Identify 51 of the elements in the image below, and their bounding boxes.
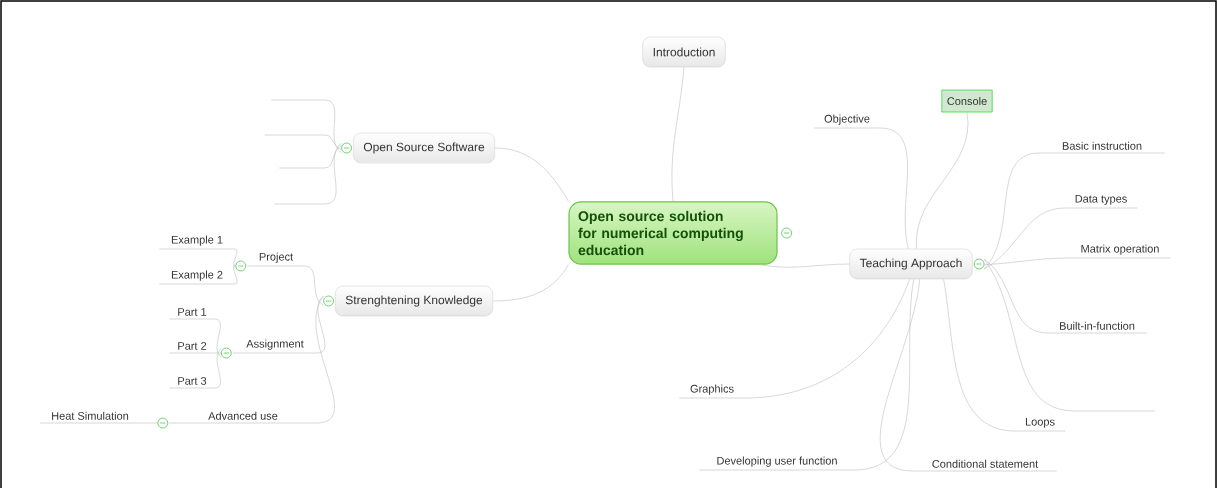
connector: [671, 66, 685, 202]
connector: [492, 264, 569, 302]
subtopic-label: Developing user function: [699, 456, 855, 471]
subtopic-label: Part 3: [169, 377, 215, 389]
connector: [304, 265, 324, 306]
connector: [854, 278, 914, 471]
connector: [315, 295, 335, 424]
connector: [983, 258, 1076, 412]
topic-box: Teaching Approach: [849, 248, 973, 280]
subtopic-label: Graphics: [679, 384, 745, 399]
subtopic-label: Example 2: [159, 270, 235, 285]
subtopic-label: Matrix operation: [1069, 244, 1171, 259]
central-topic-box: Open source solution for numerical computing education: [568, 201, 778, 265]
highlighted-topic-box: Console: [941, 89, 993, 113]
subtopic-label: Example 1: [159, 235, 235, 250]
connector: [879, 278, 921, 472]
topic-box: Strenghtening Knowledge: [335, 285, 493, 317]
subtopic-label: Basic instruction: [1039, 141, 1165, 154]
subtopic-label: Heat Simulation: [39, 411, 141, 424]
connector: [759, 263, 850, 268]
subtopic-label: Assignment: [232, 339, 318, 354]
connector: [916, 112, 969, 250]
connector: [233, 248, 238, 269]
connector: [983, 152, 1040, 270]
subtopic-label: Conditional statement: [913, 459, 1057, 472]
subtopic-label: Advanced use: [169, 411, 317, 424]
subtopic-label: Part 2: [169, 342, 215, 354]
connector: [324, 142, 342, 205]
connector: [214, 318, 222, 358]
connector: [494, 147, 569, 202]
connector: [324, 134, 342, 150]
connector: [324, 99, 342, 154]
connector: [983, 207, 1066, 270]
connector: [943, 278, 1016, 432]
connector: [324, 145, 342, 169]
connector: [214, 348, 222, 389]
connector: [214, 352, 222, 354]
subtopic-label: Built-in-function: [1046, 321, 1148, 334]
subtopic-label: Loops: [1014, 417, 1066, 432]
connector: [233, 263, 238, 285]
subtopic-label: Data types: [1064, 194, 1138, 209]
topic-box: Open Source Software: [353, 132, 495, 164]
connector: [316, 295, 326, 354]
connector: [744, 278, 910, 399]
connector: [983, 257, 1071, 266]
subtopic-label: Project: [247, 252, 305, 267]
subtopic-label: Objective: [814, 114, 880, 129]
connector: [879, 127, 909, 250]
connector: [983, 258, 1048, 334]
subtopic-label: Part 1: [169, 308, 215, 320]
topic-box: Introduction: [642, 36, 726, 68]
